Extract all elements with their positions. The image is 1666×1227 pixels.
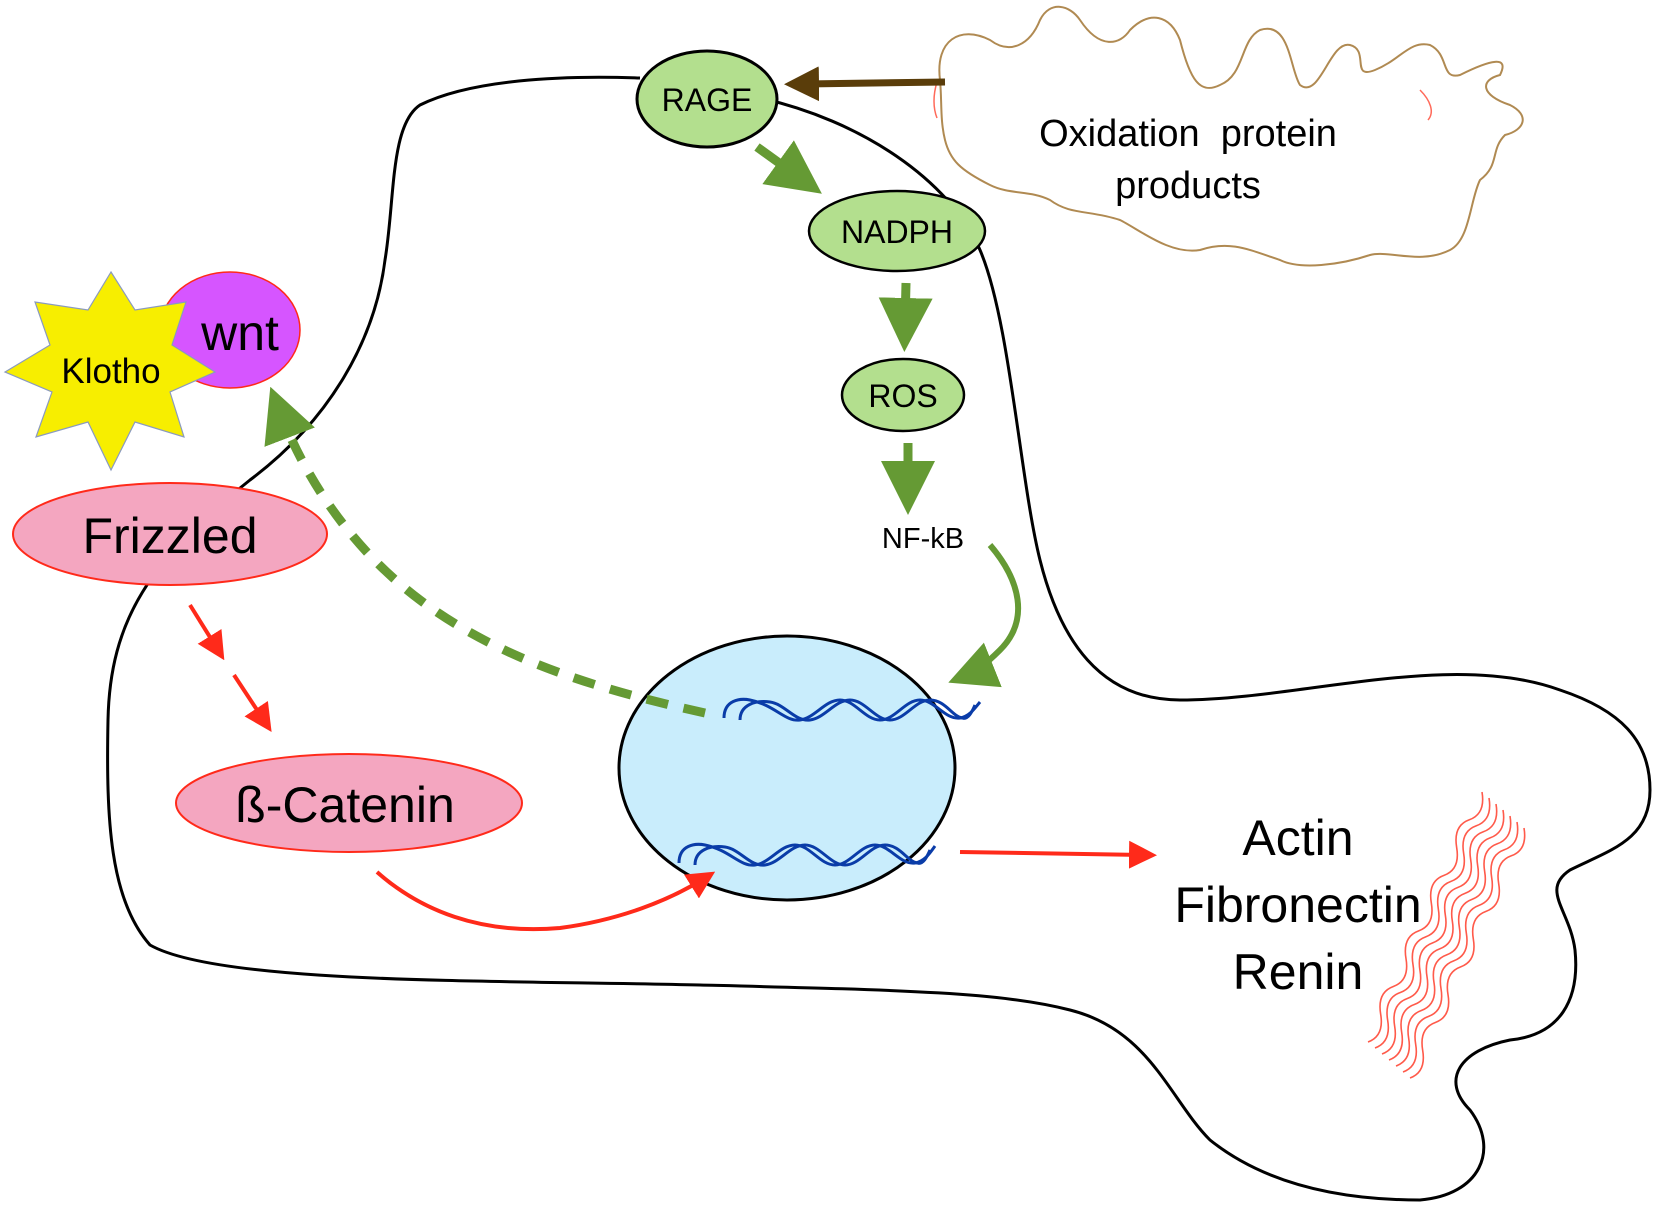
fiber-strand [1395, 815, 1512, 1067]
output-renin: Renin [1233, 944, 1364, 1000]
fiber-strand [1374, 797, 1491, 1049]
node-frizzled: Frizzled [12, 482, 328, 586]
oxidation-red-fragment-left [933, 81, 938, 119]
klotho-label: Klotho [61, 352, 160, 391]
frizzled-label: Frizzled [82, 508, 257, 564]
node-klotho: Klotho [3, 270, 217, 472]
fiber-strand [1367, 791, 1484, 1043]
output-actin: Actin [1242, 810, 1353, 866]
klotho-star-icon [3, 270, 217, 472]
beta-catenin-label: ß-Catenin [235, 777, 455, 833]
arrow-nadph-to-ros [878, 282, 933, 352]
fiber-strand [1381, 803, 1498, 1055]
arrow-nucleus-to-wnt-dashed [264, 386, 706, 718]
ros-label: ROS [868, 378, 937, 414]
fiber-bundle-icon [1367, 791, 1526, 1079]
nfkb-label: NF-kB [882, 523, 964, 555]
rage-label: RAGE [662, 82, 753, 118]
node-nadph: NADPH [807, 189, 987, 273]
oxidation-label-line2: products [1115, 165, 1261, 207]
arrow-rage-to-nadph [754, 140, 822, 194]
output-fibronectin: Fibronectin [1174, 877, 1421, 933]
dna-helix-upper [722, 697, 982, 722]
fiber-strand [1388, 809, 1505, 1061]
arrow-frizzled-to-catenin-seg1 [188, 603, 225, 661]
fiber-strand [1409, 827, 1526, 1079]
wnt-label: wnt [200, 305, 279, 361]
nucleus [617, 634, 957, 902]
arrow-catenin-to-nucleus [375, 870, 716, 932]
nadph-label: NADPH [841, 214, 953, 250]
node-ros: ROS [840, 357, 966, 433]
arrow-nucleus-to-outputs [959, 840, 1157, 869]
arrow-frizzled-to-catenin-seg2 [232, 673, 272, 733]
node-beta-catenin: ß-Catenin [175, 753, 523, 853]
oxidation-red-fragment-right [1419, 89, 1432, 121]
oxidation-protein-outline [938, 5, 1524, 267]
node-rage: RAGE [635, 49, 779, 149]
fiber-strand [1402, 821, 1519, 1073]
arrow-oxidation-to-rage [784, 66, 946, 102]
dna-helix-lower [677, 842, 937, 867]
arrow-nfkb-to-nucleus [948, 543, 1022, 688]
oxidation-label-line1: Oxidation protein [1039, 113, 1337, 155]
